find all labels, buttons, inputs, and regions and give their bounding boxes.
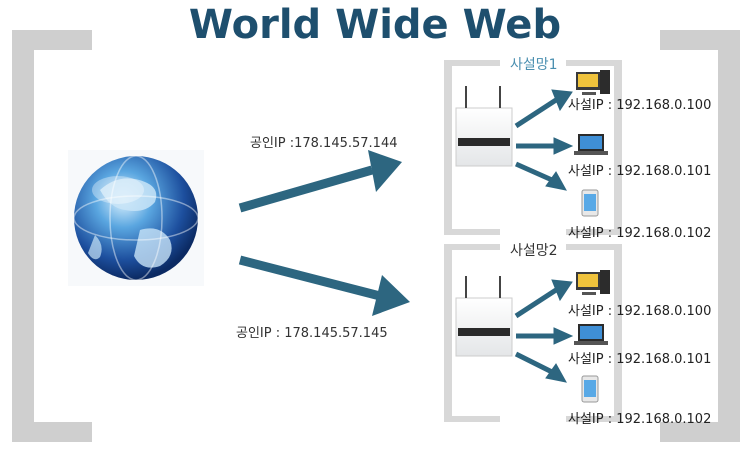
outer-right-bracket	[660, 30, 740, 442]
network1-title: 사설망1	[510, 57, 558, 73]
arrow-to-network1	[238, 150, 402, 213]
network1-device2-label: 사설IP : 192.168.0.101	[568, 164, 712, 179]
outer-left-bracket	[12, 30, 92, 442]
diagram-title: World Wide Web	[188, 2, 562, 48]
network1-device3-label: 사설IP : 192.168.0.102	[568, 226, 712, 241]
network1-device1-label: 사설IP : 192.168.0.100	[568, 98, 712, 113]
public-ip-label-1: 공인IP :178.145.57.144	[250, 136, 398, 151]
desktop-icon	[576, 70, 610, 95]
network2-bracket	[444, 244, 622, 422]
phone-icon	[581, 375, 599, 403]
router-2-icon	[455, 276, 513, 357]
router-1-icon	[455, 86, 513, 167]
desktop-icon	[576, 270, 610, 295]
network2-title: 사설망2	[510, 243, 558, 259]
public-ip-label-2: 공인IP : 178.145.57.145	[236, 326, 388, 341]
network1-bracket	[444, 60, 622, 235]
network2-device3-label: 사설IP : 192.168.0.102	[568, 412, 712, 427]
network2-device-arrows	[514, 279, 574, 383]
laptop-icon	[574, 134, 608, 155]
laptop-icon	[574, 324, 608, 345]
network2-device1-label: 사설IP : 192.168.0.100	[568, 304, 712, 319]
phone-icon	[581, 189, 599, 217]
arrow-to-network2	[238, 255, 410, 316]
network2-device2-label: 사설IP : 192.168.0.101	[568, 352, 712, 367]
globe-icon	[68, 150, 204, 286]
network1-device-arrows	[514, 89, 574, 191]
